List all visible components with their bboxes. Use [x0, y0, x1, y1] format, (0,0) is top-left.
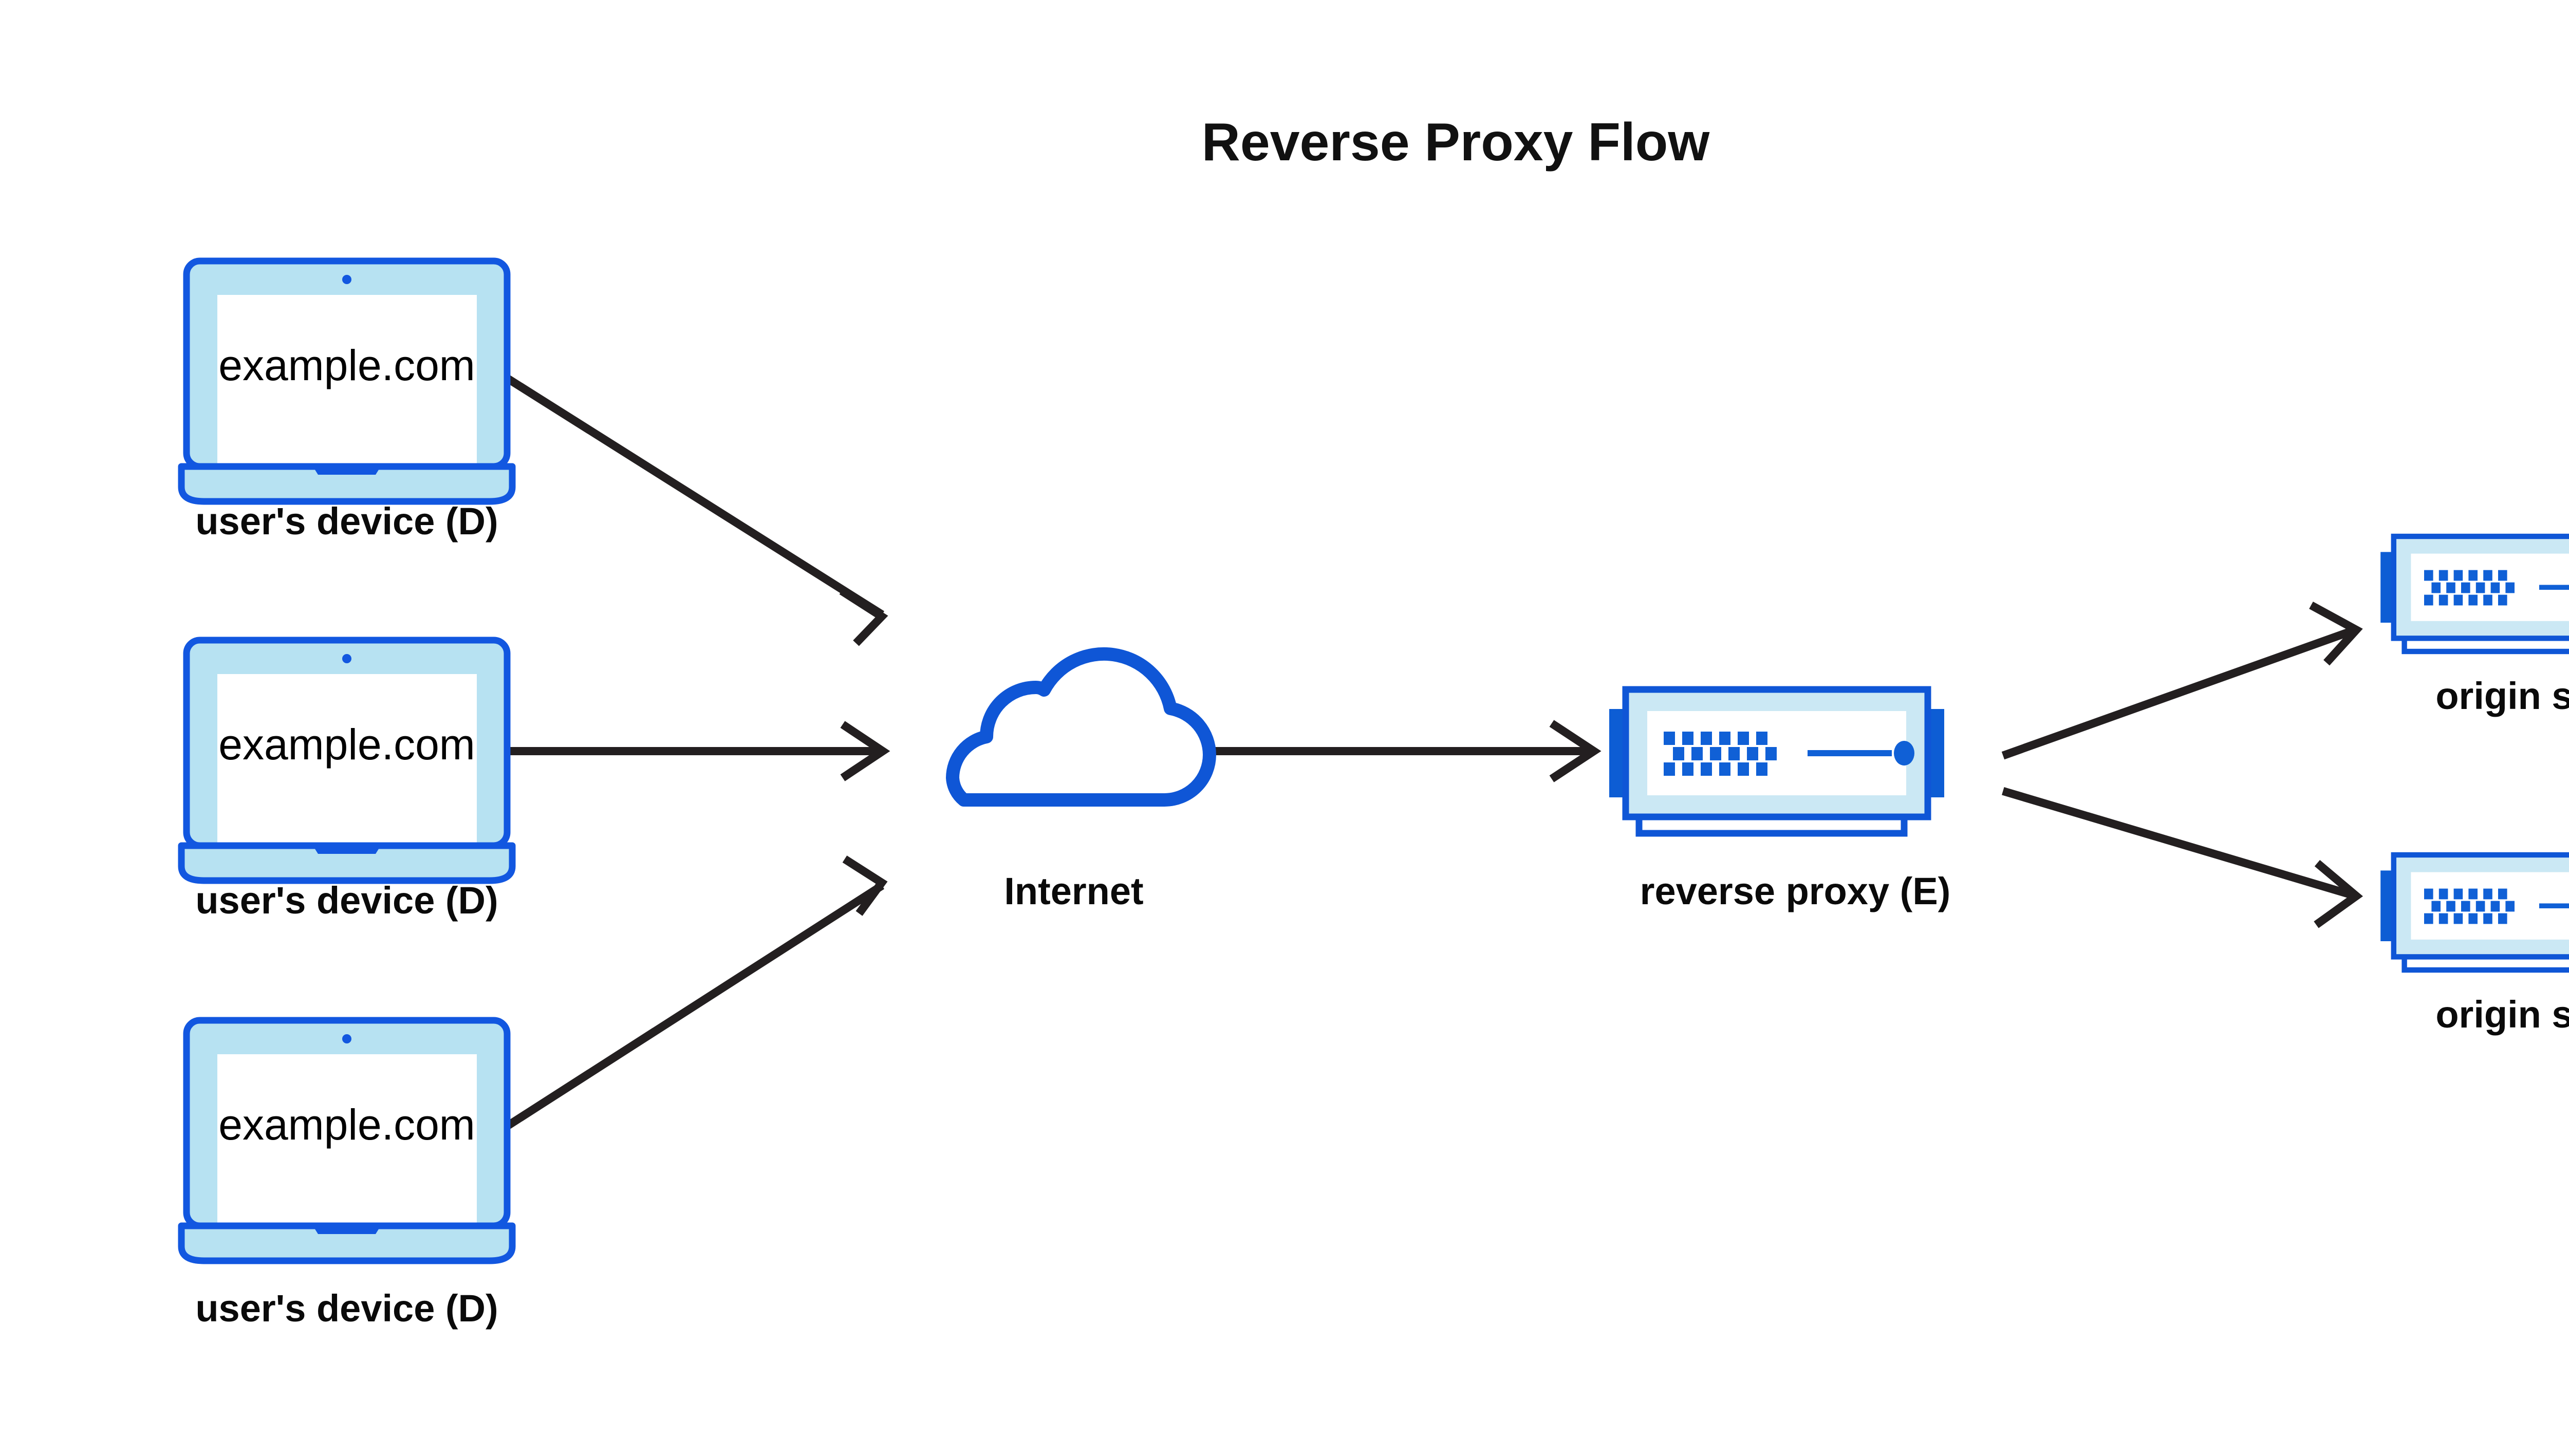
server-icon [2380, 855, 2569, 970]
node-origin-server-top[interactable]: origin server (F) [2380, 536, 2569, 717]
node-user-device-top[interactable]: example.com user's device (D) [181, 261, 512, 543]
node-user-device-bottom[interactable]: example.com user's device (D) [181, 1020, 512, 1330]
server-icon [1609, 689, 1944, 833]
edge-proxy-to-origin-bottom [2002, 787, 2363, 928]
origin-caption: origin server (F) [2435, 993, 2569, 1036]
edge-cloud-to-proxy [1207, 720, 1602, 782]
device-caption: user's device (D) [195, 879, 498, 922]
edge-proxy-to-origin-top [2001, 601, 2363, 760]
device-screen-url: example.com [218, 341, 475, 389]
cloud-icon [953, 654, 1209, 800]
edge-device-middle-to-cloud [505, 721, 890, 781]
device-screen-url: example.com [218, 720, 475, 769]
origin-caption: origin server (F) [2435, 675, 2569, 717]
device-caption: user's device (D) [195, 1287, 498, 1330]
server-icon [2380, 536, 2569, 651]
cloud-caption: Internet [1004, 870, 1143, 912]
edge-device-bottom-to-cloud [502, 855, 888, 1131]
node-origin-server-bottom[interactable]: origin server (F) [2380, 855, 2569, 1036]
page-title: Reverse Proxy Flow [1202, 113, 1710, 172]
device-screen-url: example.com [218, 1100, 475, 1149]
edge-device-top-to-cloud [502, 373, 888, 646]
node-reverse-proxy[interactable]: reverse proxy (E) [1609, 689, 1950, 912]
node-user-device-middle[interactable]: example.com user's device (D) [181, 640, 512, 922]
node-internet-cloud[interactable]: Internet [953, 654, 1209, 912]
proxy-caption: reverse proxy (E) [1640, 870, 1951, 912]
device-caption: user's device (D) [195, 500, 498, 543]
